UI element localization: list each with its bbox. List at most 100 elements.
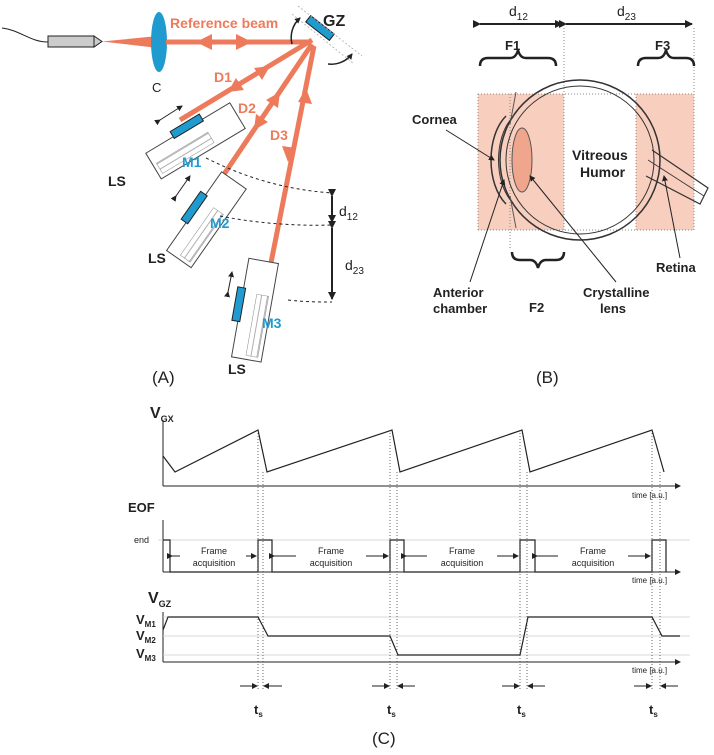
stage-3-label: LS <box>228 361 246 377</box>
beam-d1-arrow-out <box>254 66 270 80</box>
iris-bottom <box>509 195 517 229</box>
label-crystalline-1: Crystalline <box>583 285 649 300</box>
vm3-label: VM3 <box>136 646 156 663</box>
ts-marker-3: ts <box>502 683 545 719</box>
frame-acquisition-3: Frame acquisition <box>401 546 519 568</box>
svg-text:ts: ts <box>649 702 658 719</box>
stage-1-label: LS <box>108 173 126 189</box>
caption-a: (A) <box>152 368 175 387</box>
ts-marker-4: ts <box>634 683 678 719</box>
eof-end-label: end <box>134 535 149 545</box>
iris-top <box>509 91 517 125</box>
vgz-label: VGZ <box>148 590 172 609</box>
mirror-m1-label: M1 <box>182 154 202 170</box>
beam-d1-arrow-in <box>228 78 244 92</box>
frame-acquisition-2: Frame acquisition <box>269 546 389 568</box>
svg-text:ts: ts <box>254 702 263 719</box>
svg-text:Frame: Frame <box>201 546 227 556</box>
svg-text:acquisition: acquisition <box>441 558 484 568</box>
frame-acquisition-4: Frame acquisition <box>532 546 651 568</box>
svg-text:acquisition: acquisition <box>193 558 236 568</box>
region-f3 <box>636 94 694 230</box>
vgz-time-label: time [a.u.] <box>632 666 667 675</box>
label-retina: Retina <box>656 260 697 275</box>
mirror-m3 <box>231 286 247 323</box>
label-cornea: Cornea <box>412 112 458 127</box>
beam-d3-arrow-out <box>298 88 312 104</box>
beam-d2-arrow-in <box>254 114 268 130</box>
distance-d12-label: d12 <box>339 203 358 223</box>
arc-m1 <box>205 157 333 194</box>
beam-d3-label: D3 <box>270 127 288 143</box>
svg-text:Frame: Frame <box>318 546 344 556</box>
galvo-hatch-1 <box>297 5 363 57</box>
svg-text:acquisition: acquisition <box>572 558 615 568</box>
distance-d23-label: d23 <box>345 257 364 277</box>
galvo-hatch-2 <box>291 13 355 65</box>
beam-d1 <box>178 37 314 123</box>
galvo-label: GZ <box>323 13 345 30</box>
stage-2-label: LS <box>148 250 166 266</box>
panel-b: d12 d23 F1 F3 F2 Cornea Vitreous Humor R… <box>412 3 709 387</box>
galvo-mirror <box>305 14 335 42</box>
beam-d1-label: D1 <box>214 69 232 85</box>
vgx-sawtooth <box>162 429 665 473</box>
linear-stage-1 <box>145 102 246 180</box>
linear-stage-3 <box>230 257 280 363</box>
lens-c <box>151 12 167 72</box>
cornea-inner <box>498 117 513 203</box>
label-anterior-1: Anterior <box>433 285 484 300</box>
brace-f2 <box>510 251 566 269</box>
mirror-m2-label: M2 <box>210 215 230 231</box>
beam-d3 <box>261 45 317 299</box>
crystalline-lens <box>511 127 533 193</box>
lens-label: C <box>152 80 161 95</box>
reference-arrow-left <box>196 34 212 50</box>
eof-label: EOF <box>128 500 155 515</box>
stage-2-motion-arrow <box>170 175 191 202</box>
svg-text:ts: ts <box>517 702 526 719</box>
ts-marker-2: ts <box>372 683 415 719</box>
panel-a: C Reference beam GZ D1 D2 D3 <box>1 5 364 387</box>
vgx-time-label: time [a.u.] <box>632 491 667 500</box>
label-f1: F1 <box>505 38 520 53</box>
beam-d2-arrow-out <box>266 92 280 108</box>
ts-marker-1: ts <box>240 683 282 719</box>
stage-1-motion-arrow <box>154 105 183 126</box>
galvo-rotation-arrow-2 <box>327 53 353 65</box>
caption-b: (B) <box>536 368 559 387</box>
vgx-label: VGX <box>150 405 174 424</box>
eof-time-label: time [a.u.] <box>632 576 667 585</box>
input-beam <box>102 36 158 48</box>
reference-arrow-right <box>236 34 252 50</box>
reference-beam-label: Reference beam <box>170 15 278 31</box>
frame-acquisition-1: Frame acquisition <box>167 546 257 568</box>
beam-d2-label: D2 <box>238 100 256 116</box>
collimator-tip <box>93 35 103 48</box>
label-anterior-2: chamber <box>433 301 487 316</box>
eye-inner <box>505 85 655 235</box>
label-vitreous-2: Humor <box>580 164 626 180</box>
brace-f3 <box>636 49 696 67</box>
vm1-label: VM1 <box>136 612 156 629</box>
optic-nerve-inner <box>647 159 705 197</box>
pointer-cornea <box>445 129 495 161</box>
optical-fiber <box>1 27 49 43</box>
mirror-m3-label: M3 <box>262 315 282 331</box>
fiber-collimator <box>47 35 95 48</box>
svg-text:Frame: Frame <box>449 546 475 556</box>
vgz-steps <box>162 616 680 656</box>
label-vitreous-1: Vitreous <box>572 147 628 163</box>
caption-c: (C) <box>372 729 396 748</box>
brace-f1 <box>478 49 558 67</box>
sync-lines <box>257 430 661 690</box>
arc-m2 <box>219 215 333 226</box>
label-f2: F2 <box>529 300 544 315</box>
mirror-m2 <box>180 190 208 225</box>
galvo-rotation-arrow-1 <box>290 17 301 45</box>
dim-d12-label: d12 <box>509 3 528 23</box>
dim-d23-label: d23 <box>617 3 636 23</box>
label-crystalline-2: lens <box>600 301 626 316</box>
